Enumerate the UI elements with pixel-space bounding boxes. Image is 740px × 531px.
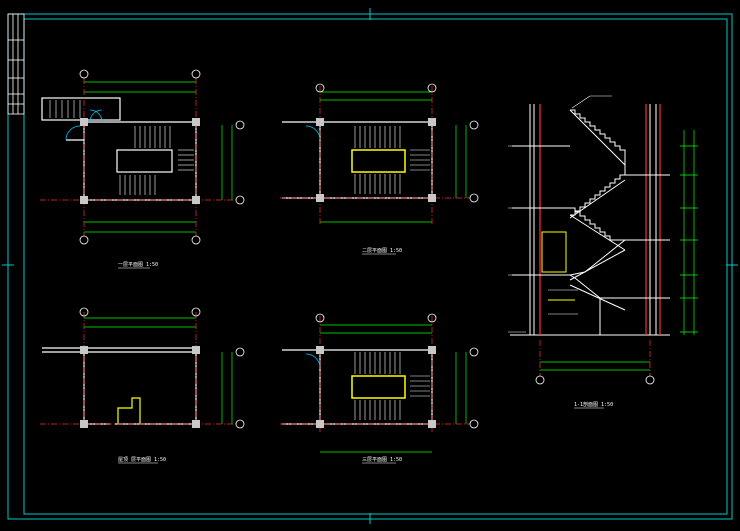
plan-2-caption: 二层平面图 1:50 [362, 248, 402, 254]
section-1-1-caption: 1-1剖面图 1:50 [574, 401, 613, 408]
plan-1-caption: 一层平面图 1:50 [118, 262, 158, 268]
title-block [7, 13, 25, 115]
plan-4: 三层平面图 1:50 [280, 313, 479, 464]
sheet-frame [2, 8, 738, 524]
plan-3: 屋顶 层平面图 1:50 [40, 307, 245, 464]
plan-4-caption: 三层平面图 1:50 [362, 457, 402, 463]
plan-3-caption: 屋顶 层平面图 1:50 [118, 457, 166, 463]
plan-1: 一层平面图 1:50 [40, 69, 245, 269]
section-1-1: 1-1剖面图 1:50 [508, 95, 698, 409]
plan-2: 二层平面图 1:50 [280, 83, 479, 255]
